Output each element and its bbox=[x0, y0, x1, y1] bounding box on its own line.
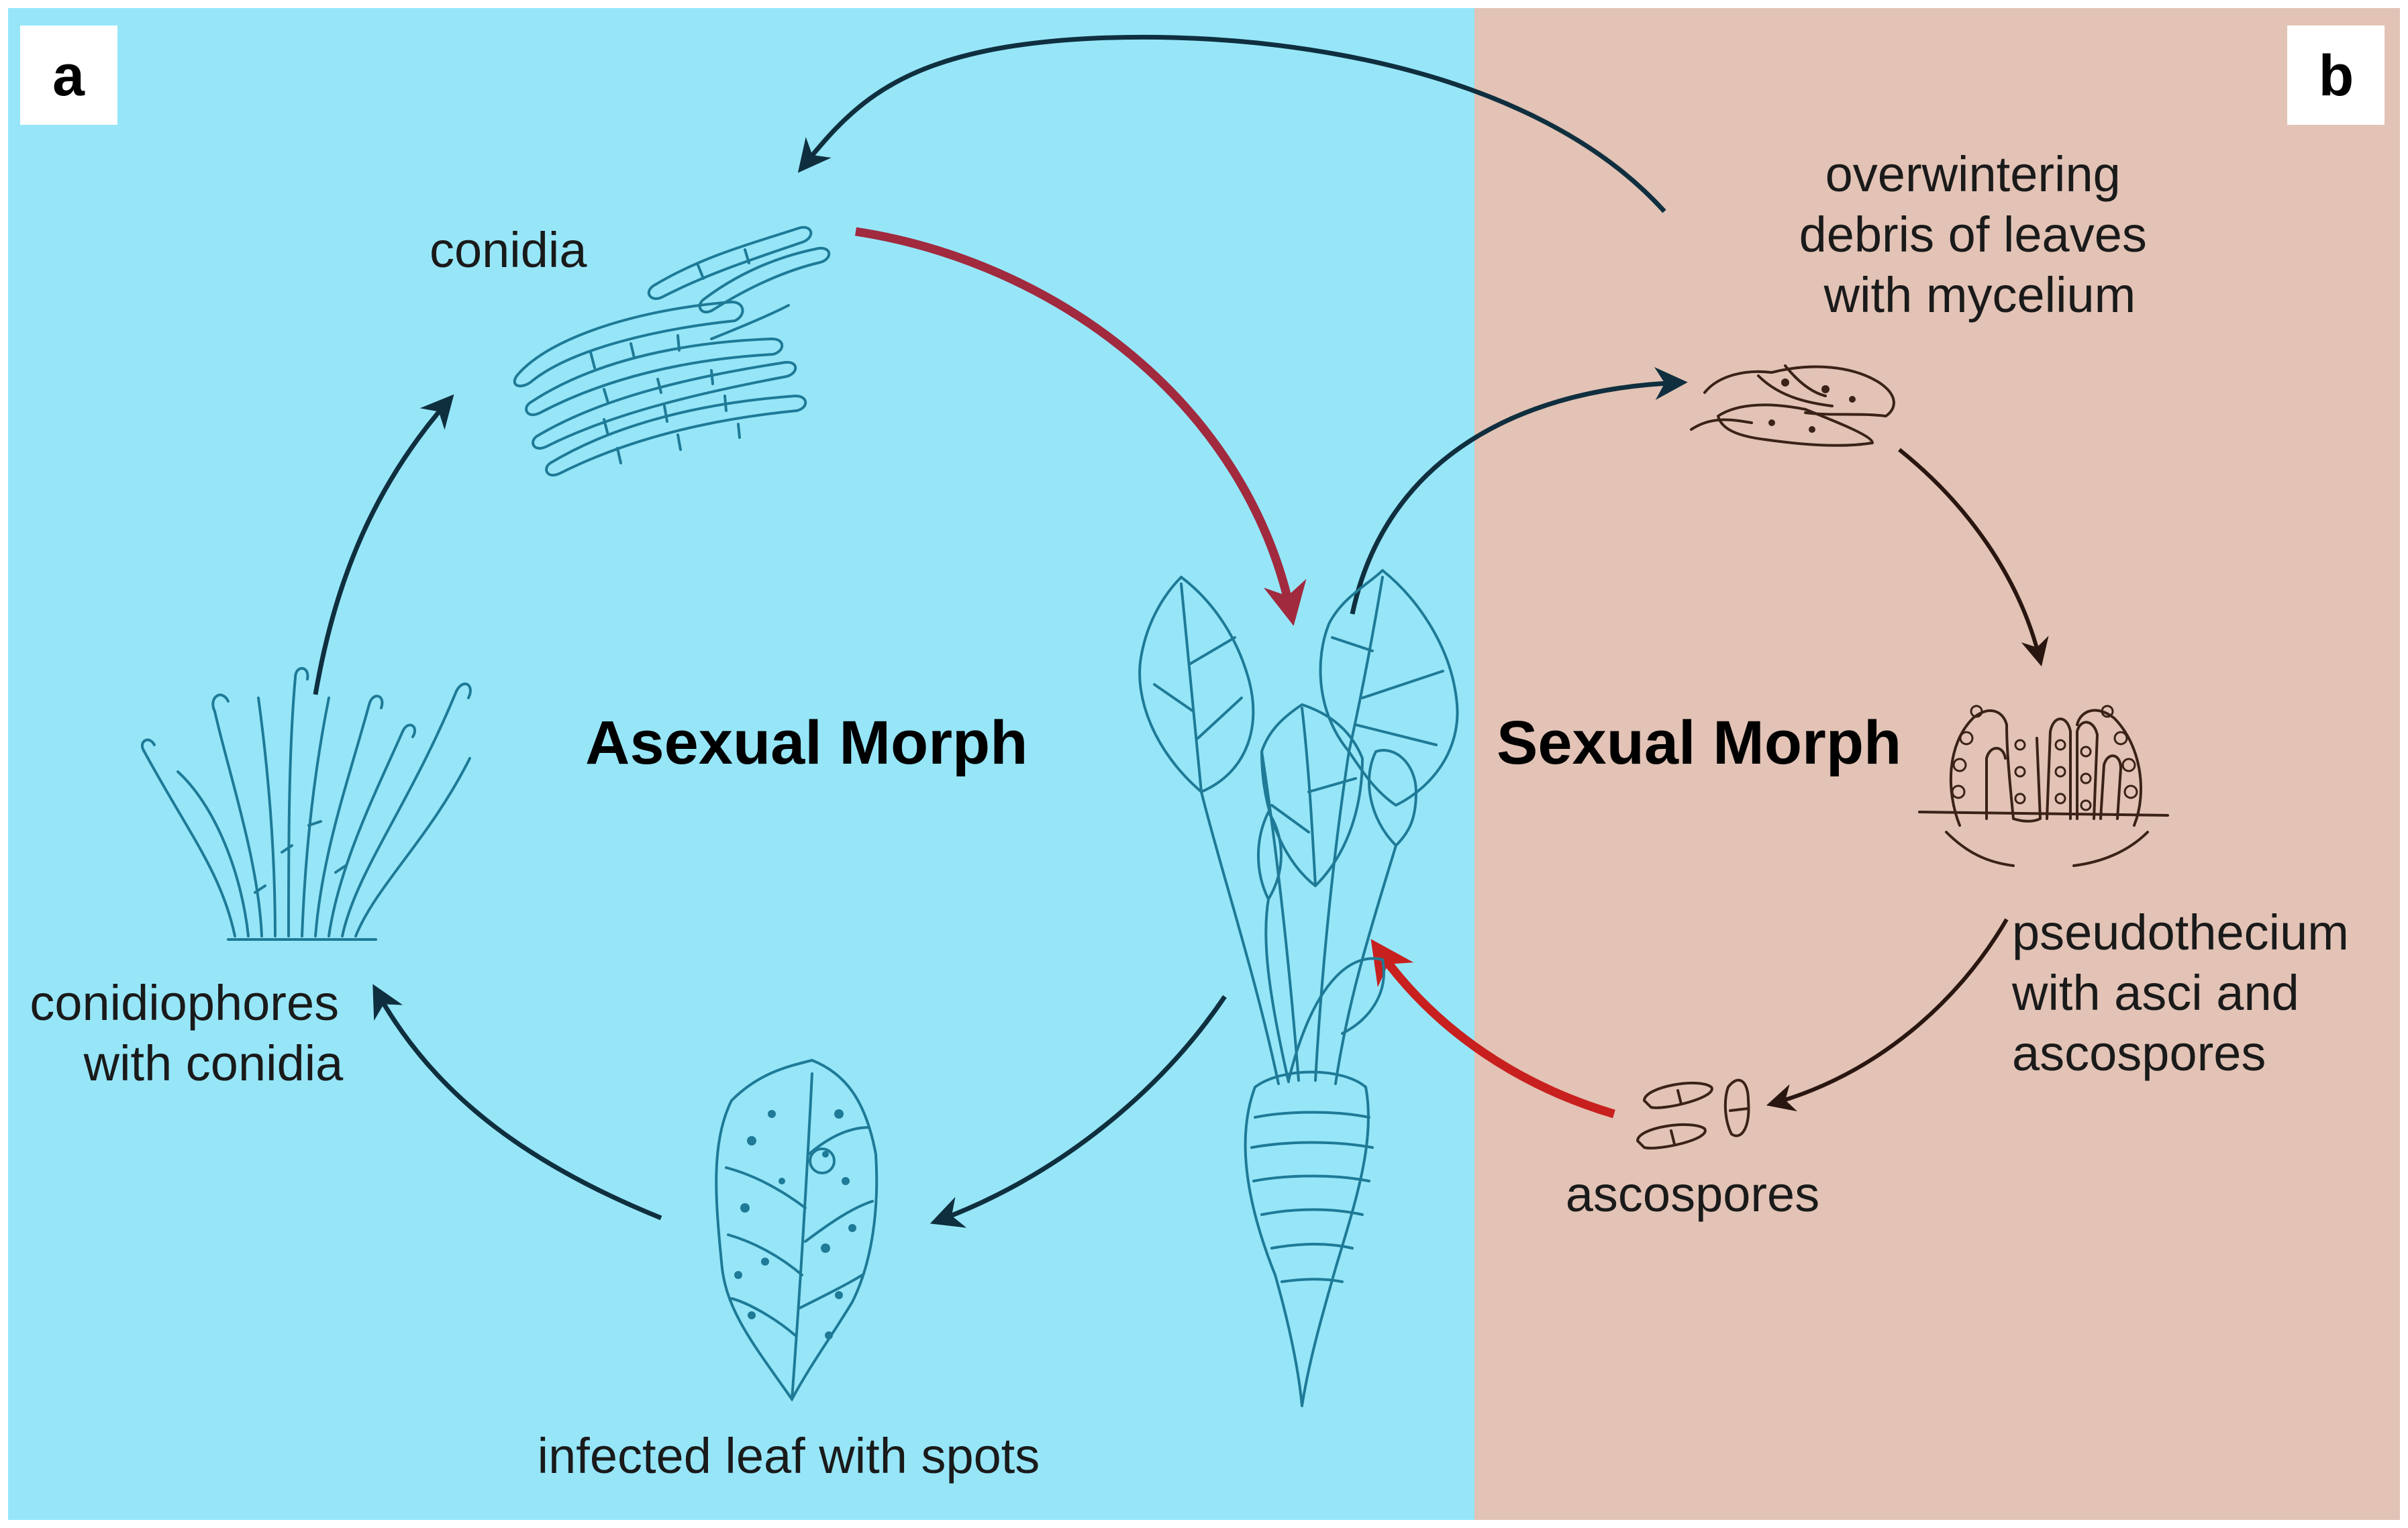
arrow-conidiophores-to-conidia bbox=[313, 394, 454, 695]
conidia-icon bbox=[513, 225, 831, 476]
panel-a-label: a bbox=[52, 44, 85, 108]
label-conidia: conidia bbox=[430, 222, 587, 278]
panel-b-label: b bbox=[2319, 44, 2354, 108]
sexual-panel-background bbox=[1474, 8, 2400, 1520]
label-ascospores: ascospores bbox=[1566, 1166, 1819, 1222]
ascospores-icon bbox=[1636, 1078, 1750, 1150]
label-conidiophores: conidiophores with conidia bbox=[30, 975, 352, 1091]
pseudothecium-icon bbox=[1918, 705, 2169, 867]
conidiophores-icon bbox=[141, 667, 472, 941]
arrow-conidia-to-plant bbox=[855, 227, 1307, 626]
panel-b-label-box bbox=[2287, 26, 2385, 125]
asexual-morph-title: Asexual Morph bbox=[585, 709, 1027, 777]
arrow-debris-to-pseudothecium bbox=[1898, 448, 2049, 667]
label-infected-leaf: infected leaf with spots bbox=[538, 1428, 1040, 1484]
arrow-ascospores-to-plant bbox=[1370, 939, 1615, 1119]
arrow-pseudothecium-to-ascospores bbox=[1766, 918, 2009, 1112]
arrow-plant-to-debris bbox=[1350, 367, 1688, 615]
sexual-morph-title: Sexual Morph bbox=[1497, 709, 1901, 777]
label-overwintering: overwintering debris of leaves with myce… bbox=[1799, 146, 2161, 323]
asexual-panel-background bbox=[8, 8, 1474, 1520]
label-pseudothecium: pseudothecium with asci and ascospores bbox=[2011, 905, 2362, 1081]
arrow-infected-leaf-to-conidiophores bbox=[372, 984, 662, 1221]
leaf-debris-icon bbox=[1690, 364, 1895, 447]
panel-a-label-box bbox=[20, 26, 117, 125]
arrow-plant-to-infected-leaf bbox=[930, 995, 1227, 1228]
arrow-overwintering-to-conidia bbox=[797, 34, 1666, 213]
infected-leaf-icon bbox=[715, 1058, 879, 1402]
sugar-beet-plant-icon bbox=[1138, 569, 1459, 1407]
